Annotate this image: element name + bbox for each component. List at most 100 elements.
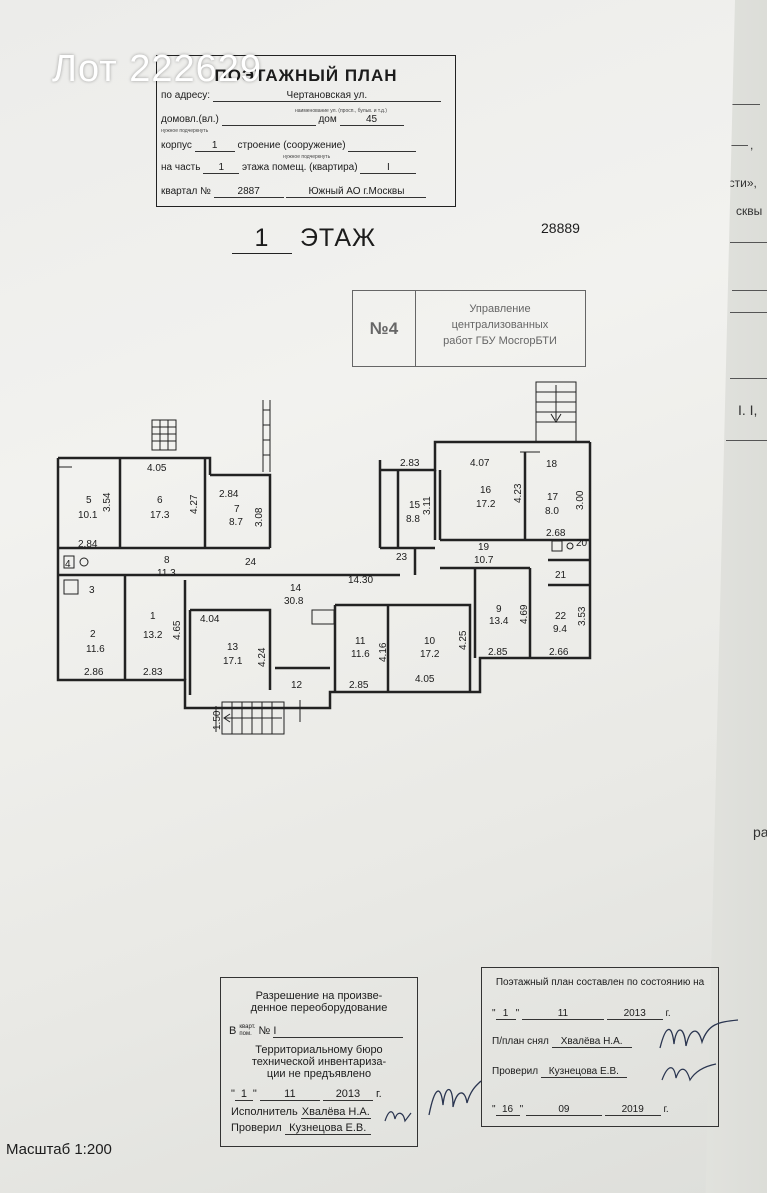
room-2-num: 2 bbox=[90, 629, 96, 640]
dim-label: 4.07 bbox=[470, 458, 490, 469]
plan-details bbox=[58, 381, 577, 735]
room-2-area: 11.6 bbox=[86, 644, 105, 655]
quarter-row: квартал № 2887 Южный АО г.Москвы bbox=[161, 186, 449, 198]
room-19-num: 19 bbox=[478, 542, 490, 553]
dim-label: 4.05 bbox=[147, 463, 167, 474]
room-23-num: 23 bbox=[396, 552, 408, 563]
room-13-num: 13 bbox=[227, 642, 239, 653]
room-4-num: 4 bbox=[65, 559, 71, 570]
back-text: сквы bbox=[736, 204, 763, 218]
permission-month: 11 bbox=[259, 1088, 320, 1101]
room-14-num: 14 bbox=[290, 583, 302, 594]
dim-label: 3.08 bbox=[254, 507, 265, 527]
stamp-text: Управление централизованных работ ГБУ Мо… bbox=[417, 301, 583, 349]
korpus-value: 1 bbox=[194, 140, 235, 152]
dim-label: 4.16 bbox=[378, 642, 389, 662]
no-label: № bbox=[258, 1024, 271, 1037]
room-8-num: 8 bbox=[164, 555, 170, 566]
building-hint: нужное подчеркнуть bbox=[283, 154, 331, 160]
executor-name: Хвалёва Н.А. bbox=[300, 1106, 371, 1119]
dim-label: 4.65 bbox=[172, 620, 183, 640]
room-22-num: 22 bbox=[555, 611, 567, 622]
part-value: 1 bbox=[203, 162, 240, 174]
room-8-area: 11.3 bbox=[157, 568, 176, 579]
back-line bbox=[720, 104, 760, 105]
signature-checked bbox=[661, 1063, 717, 1082]
state-year2-suffix: г. bbox=[663, 1104, 669, 1115]
stamp-line: централизованных bbox=[451, 319, 549, 331]
dim-label: 2.83 bbox=[143, 667, 163, 678]
permission-title-1: Разрешение на произве- bbox=[255, 990, 383, 1002]
korpus-label: корпус bbox=[161, 140, 192, 151]
pom-label: пом. bbox=[239, 1031, 252, 1037]
permission-date-row: "1" 11 2013 г. bbox=[231, 1088, 382, 1101]
room-16-num: 16 bbox=[480, 485, 492, 496]
room-18-num: 18 bbox=[546, 459, 558, 470]
dim-label: 2.84 bbox=[78, 539, 98, 550]
house-row: домовл.(вл.) дом 45 bbox=[161, 114, 449, 126]
dim-label: 4.23 bbox=[513, 483, 524, 503]
room-1-area: 13.2 bbox=[143, 630, 163, 641]
room-5-num: 5 bbox=[86, 495, 92, 506]
dim-label: 4.04 bbox=[200, 614, 220, 625]
floor-label: ЭТАЖ bbox=[299, 224, 377, 252]
state-year: 2013 bbox=[606, 1008, 663, 1020]
street-hint: наименование ул. (просп., бульв. и т.д.) bbox=[295, 108, 387, 114]
room-9-area: 13.4 bbox=[489, 616, 509, 627]
plan-labels: 1 13.2 2 11.6 3 4 5 10.1 6 17.3 7 8.7 8 … bbox=[65, 458, 588, 730]
checked-name: Кузнецова Е.В. bbox=[540, 1066, 627, 1078]
executor-row: Исполнитель Хвалёва Н.А. bbox=[231, 1106, 417, 1119]
house-value: 45 bbox=[339, 114, 404, 126]
room-7-num: 7 bbox=[234, 504, 240, 515]
room-13-area: 17.1 bbox=[223, 656, 243, 667]
room-11-area: 11.6 bbox=[351, 649, 370, 660]
state-date2-row: "16" 09 2019 г. bbox=[492, 1104, 669, 1116]
room-16-area: 17.2 bbox=[476, 499, 496, 510]
room-19-area: 10.7 bbox=[474, 555, 494, 566]
room-7-area: 8.7 bbox=[229, 517, 243, 528]
dim-label: 4.69 bbox=[519, 604, 530, 624]
state-day: 1 bbox=[495, 1008, 516, 1020]
room-6-num: 6 bbox=[157, 495, 163, 506]
header-block: ПОЭТАЖНЫЙ ПЛАН по адресу: Чертановская у… bbox=[156, 55, 456, 207]
dim-label: 4.25 bbox=[458, 630, 469, 650]
permission-body-1: Территориальному бюро bbox=[255, 1044, 383, 1056]
dim-label: 4.24 bbox=[257, 647, 268, 667]
back-text: I. I, bbox=[738, 402, 758, 418]
room-15-num: 15 bbox=[409, 500, 421, 511]
dim-label: 4.05 bbox=[415, 674, 435, 685]
dim-label: 2.85 bbox=[488, 647, 508, 658]
kvart-label: кварт. bbox=[239, 1024, 256, 1030]
dim-label: 2.83 bbox=[400, 458, 420, 469]
permission-body-2: технической инвентариза- bbox=[251, 1056, 387, 1068]
checker-name: Кузнецова Е.В. bbox=[284, 1122, 371, 1135]
dim-label: 2.86 bbox=[84, 667, 104, 678]
room-10-num: 10 bbox=[424, 636, 436, 647]
signature-executor bbox=[428, 1080, 482, 1116]
lot-watermark: Лот 222629 bbox=[52, 48, 263, 90]
room-10-area: 17.2 bbox=[420, 649, 440, 660]
bti-stamp: №4 Управление централизованных работ ГБУ… bbox=[352, 290, 586, 367]
in-label: В bbox=[229, 1024, 237, 1037]
room-1-num: 1 bbox=[150, 611, 156, 622]
permission-box: Разрешение на произве- денное переоборуд… bbox=[220, 977, 418, 1147]
back-line bbox=[730, 242, 767, 243]
permission-title-2: денное переоборудование bbox=[250, 1002, 388, 1014]
scale-label: Масштаб 1:200 bbox=[6, 1141, 112, 1158]
state-year2: 2019 bbox=[604, 1104, 661, 1116]
room-24-num: 24 bbox=[245, 557, 257, 568]
document-sheet bbox=[0, 0, 735, 1193]
dim-label: 2.68 bbox=[546, 528, 566, 539]
stamp-number: №4 bbox=[353, 291, 416, 366]
house-label: домовл.(вл.) bbox=[161, 114, 219, 125]
state-day2: 16 bbox=[495, 1104, 520, 1116]
building-label: строение (сооружение) bbox=[237, 140, 346, 151]
dim-label: 2.85 bbox=[349, 680, 369, 691]
plan-title: ПОЭТАЖНЫЙ ПЛАН bbox=[214, 66, 398, 85]
room-6-area: 17.3 bbox=[150, 510, 170, 521]
house-hint: нужное подчеркнуть bbox=[161, 128, 209, 134]
dim-label: 2.66 bbox=[549, 647, 569, 658]
back-line bbox=[732, 290, 767, 291]
dim-label: 14.30 bbox=[348, 575, 373, 586]
